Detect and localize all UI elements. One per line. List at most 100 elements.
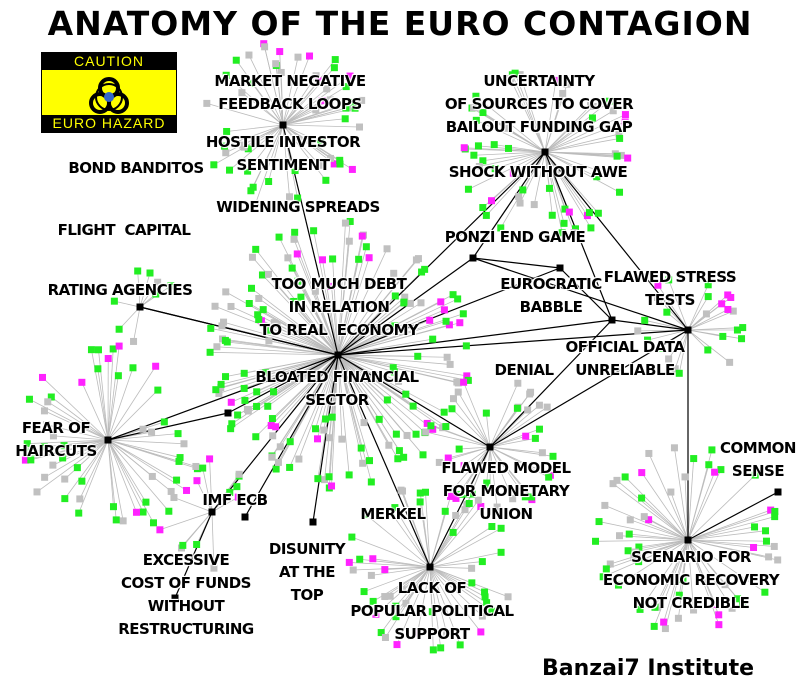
leaf-edge: [495, 151, 546, 170]
leaf-node: [474, 142, 482, 150]
leaf-edge: [544, 151, 597, 178]
label-uncertainty: UNCERTAINTY OF SOURCES TO COVER BAILOUT …: [444, 72, 634, 136]
leaf-node: [220, 318, 228, 326]
biohazard-icon: [89, 77, 129, 114]
hub-node-center: [334, 351, 342, 359]
leaf-node: [265, 178, 273, 186]
leaf-edge: [47, 401, 109, 441]
leaf-node: [383, 245, 391, 253]
leaf-edge: [425, 492, 431, 568]
leaf-node: [152, 290, 160, 298]
leaf-node: [400, 453, 408, 461]
leaf-edge: [337, 354, 467, 377]
leaf-node: [206, 455, 214, 463]
leaf-node: [481, 588, 489, 596]
leaf-node: [516, 71, 524, 79]
leaf-edge: [510, 78, 546, 153]
leaf-node: [767, 506, 775, 514]
euro-hazard-text: EURO HAZARD: [42, 115, 176, 132]
leaf-node: [613, 152, 621, 160]
leaf-node: [477, 628, 485, 636]
leaf-node: [570, 229, 578, 237]
leaf-edge: [429, 566, 487, 603]
leaf-node: [262, 369, 270, 377]
leaf-edge: [687, 539, 694, 611]
leaf-node: [336, 156, 344, 164]
leaf-node: [326, 96, 334, 104]
leaf-node: [497, 224, 505, 232]
leaf-node: [661, 625, 669, 633]
leaf-node: [398, 586, 406, 594]
leaf-node: [273, 320, 281, 328]
leaf-edge: [282, 107, 347, 126]
leaf-edge: [270, 354, 339, 426]
leaf-node: [739, 324, 747, 332]
leaf-node: [616, 134, 624, 142]
leaf-edge: [455, 446, 491, 499]
leaf-node: [521, 493, 529, 501]
hub-node-haircut: [104, 436, 112, 444]
leaf-node: [349, 566, 357, 574]
leaf-edge: [687, 469, 722, 541]
leaf-node: [240, 384, 248, 392]
leaf-edge: [687, 539, 754, 548]
leaf-node: [474, 496, 482, 504]
leaf-edge: [459, 446, 491, 450]
leaf-node: [160, 418, 168, 426]
leaf-edge: [226, 124, 284, 132]
leaf-edge: [489, 446, 498, 508]
leaf-node: [215, 389, 223, 397]
leaf-node: [726, 358, 734, 366]
leaf-node: [326, 154, 334, 162]
leaf-node: [175, 457, 183, 465]
leaf-node: [770, 542, 778, 550]
leaf-node: [721, 581, 729, 589]
leaf-edge: [27, 439, 109, 445]
leaf-node: [317, 139, 325, 147]
leaf-node: [248, 284, 256, 292]
leaf-node: [448, 405, 456, 413]
leaf-edge: [653, 539, 689, 627]
hub-link: [337, 329, 689, 356]
leaf-node: [572, 225, 580, 233]
leaf-node: [222, 288, 230, 296]
leaf-edge: [384, 566, 431, 570]
leaf-node: [482, 211, 490, 219]
leaf-node: [478, 612, 486, 620]
leaf-node: [675, 591, 683, 599]
leaf-edge: [429, 566, 493, 612]
leaf-edge: [107, 367, 134, 441]
leaf-edge: [489, 446, 551, 476]
leaf-node: [210, 564, 218, 572]
leaf-edge: [63, 439, 109, 447]
leaf-edge: [107, 439, 144, 513]
leaf-edge: [252, 124, 284, 188]
leaf-edge: [216, 346, 339, 356]
leaf-node: [442, 317, 450, 325]
leaf-node: [351, 104, 359, 112]
leaf-node: [631, 548, 639, 556]
leaf-node: [47, 393, 55, 401]
leaf-edge: [429, 566, 482, 633]
leaf-node: [634, 327, 642, 335]
leaf-node: [59, 454, 67, 462]
hub-link: [337, 151, 546, 356]
leaf-node: [401, 293, 409, 301]
hub-link: [472, 257, 561, 269]
leaf-edge: [267, 354, 339, 407]
leaf-node: [356, 123, 364, 131]
leaf-edge: [36, 439, 109, 493]
leaf-node: [318, 97, 326, 105]
leaf-edge: [268, 124, 284, 182]
leaf-node: [468, 564, 476, 572]
leaf-node: [560, 219, 568, 227]
leaf-node: [509, 495, 517, 503]
leaf-node: [460, 144, 468, 152]
leaf-node: [270, 388, 278, 396]
leaf-edge: [337, 354, 350, 475]
hub-link: [337, 354, 431, 568]
leaf-node: [481, 593, 489, 601]
leaf-node: [552, 76, 560, 84]
leaf-edge: [687, 284, 709, 331]
